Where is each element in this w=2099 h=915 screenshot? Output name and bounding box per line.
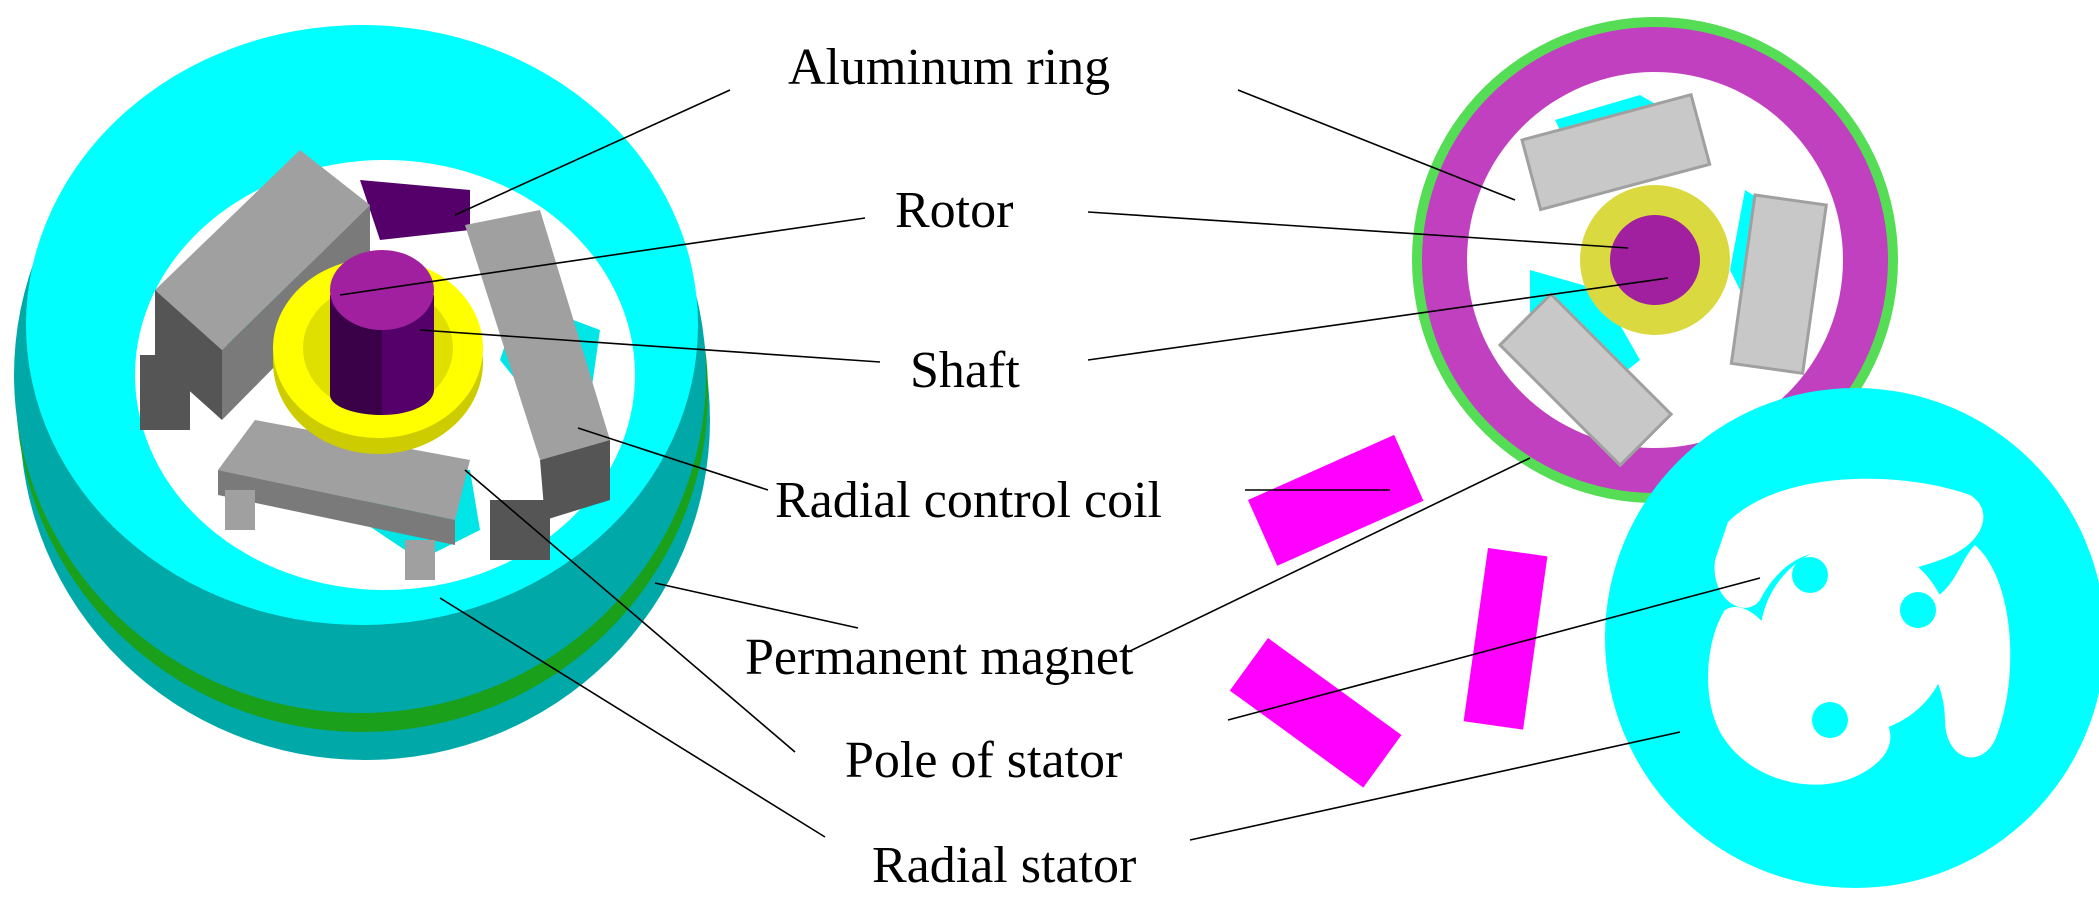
shaft-top — [330, 250, 434, 330]
label-radial-stator: Radial stator — [872, 837, 1137, 894]
coil-right — [465, 210, 610, 560]
label-permanent-magnet: Permanent magnet — [745, 629, 1134, 686]
stator-pole-tip-3 — [1812, 702, 1848, 738]
assembled-bearing-3d — [14, 25, 710, 760]
magnet-2 — [1463, 548, 1548, 730]
leader-coil-left — [577, 427, 769, 491]
leader-magnet-left — [654, 582, 859, 629]
leader-aluminum-ring-right — [1237, 89, 1516, 201]
coil-bottom — [218, 420, 470, 580]
label-shaft: Shaft — [910, 342, 1020, 399]
shaft-front — [1610, 215, 1700, 305]
front-coil-2 — [1729, 193, 1828, 376]
stator-pole-tip-2 — [1900, 592, 1936, 628]
leader-pole-left — [464, 469, 796, 753]
leader-magnet-right — [1127, 457, 1531, 653]
radial-stator-bore — [1760, 543, 1950, 733]
stator-pole-tip-1 — [1792, 557, 1828, 593]
label-radial-control-coil: Radial control coil — [775, 472, 1163, 529]
leader-stator-left — [439, 597, 826, 838]
label-aluminum-ring: Aluminum ring — [788, 39, 1111, 96]
leader-shaft-left — [419, 329, 881, 363]
label-pole-of-stator: Pole of stator — [845, 732, 1123, 789]
permanent-magnets — [1229, 434, 1548, 788]
stator-slot-2 — [1904, 545, 2011, 758]
leader-pole-right — [1227, 577, 1761, 721]
front-coil-3 — [1497, 291, 1674, 468]
radial-stator-front — [1605, 388, 2099, 888]
shaft-shadow — [330, 300, 382, 415]
leader-aluminum-ring-left — [454, 89, 731, 216]
front-view — [1412, 17, 1898, 503]
leader-rotor-left — [339, 217, 866, 296]
magnet-1 — [1248, 434, 1424, 566]
aluminum-ring-inner — [360, 180, 470, 240]
label-rotor: Rotor — [895, 182, 1014, 239]
leader-lines — [339, 89, 1761, 841]
magnet-3 — [1229, 638, 1402, 788]
leader-stator-right — [1189, 731, 1681, 841]
leader-shaft-right — [1087, 277, 1669, 361]
front-coil-1 — [1520, 92, 1712, 212]
leader-rotor-right — [1087, 211, 1629, 249]
